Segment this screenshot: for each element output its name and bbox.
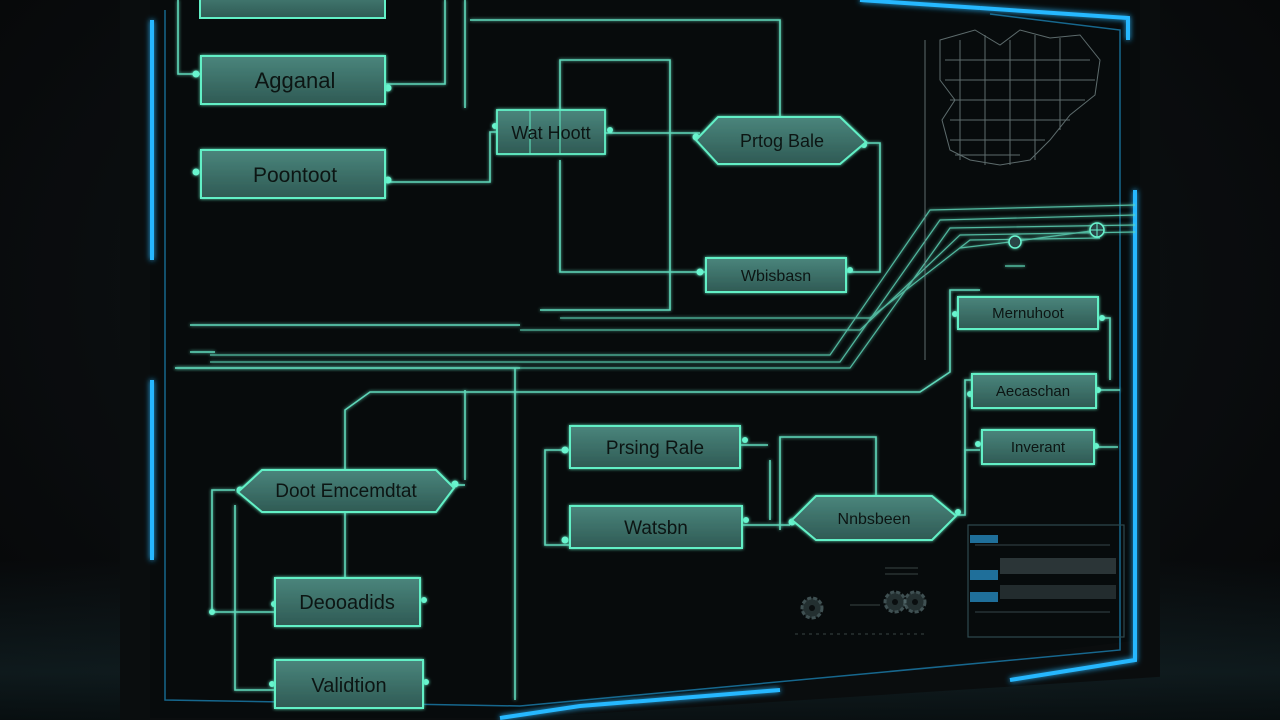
node-label: Mernuhoot xyxy=(992,305,1065,322)
screen-frame-glow xyxy=(150,0,1137,720)
node-label: Watsbn xyxy=(624,518,688,539)
node-top-partial[interactable] xyxy=(199,0,386,19)
node-label: Nnbsbeen xyxy=(838,511,911,528)
gear-icon[interactable] xyxy=(903,590,927,614)
node-wat-hoott[interactable]: Wat Hoott xyxy=(496,109,606,155)
node-label: Wbisbasn xyxy=(741,268,811,285)
panel-field[interactable] xyxy=(1000,585,1116,599)
screen-frame-inner xyxy=(164,10,1121,707)
node-label: Poontoot xyxy=(253,164,337,187)
status-marks xyxy=(795,567,925,635)
connector-dot-icon xyxy=(192,70,1105,687)
node-prtog-bale[interactable]: Prtog Bale xyxy=(694,116,868,165)
world-map-icon xyxy=(924,29,1101,360)
globe-icon[interactable] xyxy=(1089,222,1105,238)
node-label: Aecaschan xyxy=(996,383,1070,400)
node-label: Prsing Rale xyxy=(606,438,704,459)
node-label: Prtog Bale xyxy=(740,131,824,151)
node-poontoot[interactable]: Poontoot xyxy=(200,149,386,199)
node-prsing-rale[interactable]: Prsing Rale xyxy=(569,425,741,469)
gear-icon[interactable] xyxy=(800,596,824,620)
panel-tag xyxy=(970,592,998,602)
node-label: Deooadids xyxy=(299,592,395,614)
node-watsbn[interactable]: Watsbn xyxy=(569,505,743,549)
gear-icon[interactable] xyxy=(883,590,907,614)
node-agganal[interactable]: Agganal xyxy=(200,55,386,105)
panel-tag xyxy=(970,535,998,543)
node-nnbsbeen[interactable]: Nnbsbeen xyxy=(790,495,958,541)
node-doot-emcemdtat[interactable]: Doot Emcemdtat xyxy=(236,469,456,513)
data-bus-lines xyxy=(175,204,1136,369)
globe-icon[interactable] xyxy=(1005,235,1025,267)
node-validtion[interactable]: Validtion xyxy=(274,659,424,709)
node-label: Inverant xyxy=(1011,439,1066,456)
node-aecaschan[interactable]: Aecaschan xyxy=(971,373,1097,409)
node-inverant[interactable]: Inverant xyxy=(981,429,1095,465)
panel-tag xyxy=(970,570,998,580)
node-mernuhoot[interactable]: Mernuhoot xyxy=(957,296,1099,330)
node-deooadids[interactable]: Deooadids xyxy=(274,577,421,627)
node-label: Wat Hoott xyxy=(511,123,590,143)
node-label: Doot Emcemdtat xyxy=(275,481,417,502)
node-label: Agganal xyxy=(255,68,336,93)
node-wbisbasn[interactable]: Wbisbasn xyxy=(705,257,847,293)
node-label: Validtion xyxy=(311,675,386,697)
info-panel xyxy=(967,524,1125,638)
panel-field[interactable] xyxy=(1000,558,1116,574)
